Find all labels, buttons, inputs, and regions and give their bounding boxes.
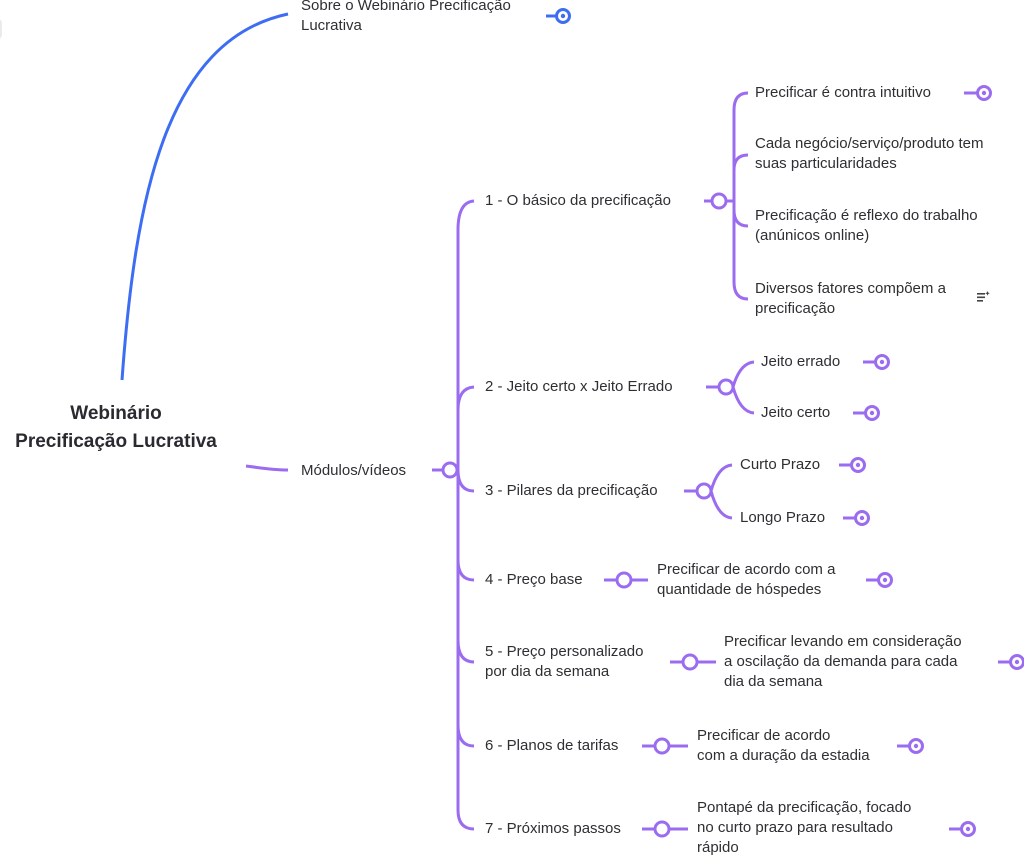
root-topic[interactable]: Webinário Precificação Lucrativa — [15, 403, 217, 452]
topic-3-1[interactable]: Curto Prazo — [740, 456, 821, 473]
connector-mod-2 — [456, 385, 475, 470]
connector-root-sobre — [120, 12, 289, 381]
topic-1-2[interactable]: Cada negócio/serviço/produto tem suas pa… — [755, 135, 984, 172]
branch-modulos-videos[interactable]: Módulos/vídeos — [301, 462, 407, 479]
connector-mod-6 — [456, 470, 475, 748]
topic-1-1[interactable]: Precificar é contra intuitivo — [755, 84, 931, 101]
side-panel-handle[interactable] — [0, 18, 2, 40]
topic-5-1[interactable]: Precificar levando em consideração a osc… — [724, 633, 962, 690]
leaf-toggles — [839, 85, 1024, 837]
topic-1-4[interactable]: Diversos fatores compõem a precificação — [755, 280, 946, 317]
connector-root-modulos — [245, 464, 289, 472]
module-2[interactable]: 2 - Jeito certo x Jeito Errado — [485, 378, 673, 395]
module-3[interactable]: 3 - Pilares da precificação — [485, 482, 658, 499]
module-7[interactable]: 7 - Próximos passos — [485, 820, 621, 837]
topic-4-1[interactable]: Precificar de acordo com a quantidade de… — [657, 561, 836, 598]
connector-mod-4 — [456, 470, 475, 582]
module-6[interactable]: 6 - Planos de tarifas — [485, 737, 619, 754]
module-5[interactable]: 5 - Preço personalizado por dia da seman… — [485, 643, 644, 680]
connector-mod-1 — [451, 199, 475, 472]
topic-2-1[interactable]: Jeito errado — [761, 353, 841, 370]
topic-3-2[interactable]: Longo Prazo — [740, 509, 826, 526]
module-1[interactable]: 1 - O básico da precificação — [485, 192, 671, 209]
topic-7-1[interactable]: Pontapé da precificação, focado no curto… — [697, 799, 912, 856]
branch-sobre-webinario[interactable]: Sobre o Webinário Precificação Lucrativa — [301, 0, 511, 34]
module-4[interactable]: 4 - Preço base — [485, 571, 583, 588]
topic-2-2[interactable]: Jeito certo — [761, 404, 831, 421]
topic-6-1[interactable]: Precificar de acordo com a duração da es… — [697, 727, 870, 764]
connector-mod-5 — [456, 470, 475, 664]
topic-1-3[interactable]: Precificação é reflexo do trabalho (anún… — [755, 207, 978, 244]
connector-mod-3 — [456, 469, 475, 493]
note-icon[interactable] — [976, 290, 990, 304]
connector-mod-7 — [456, 470, 475, 831]
